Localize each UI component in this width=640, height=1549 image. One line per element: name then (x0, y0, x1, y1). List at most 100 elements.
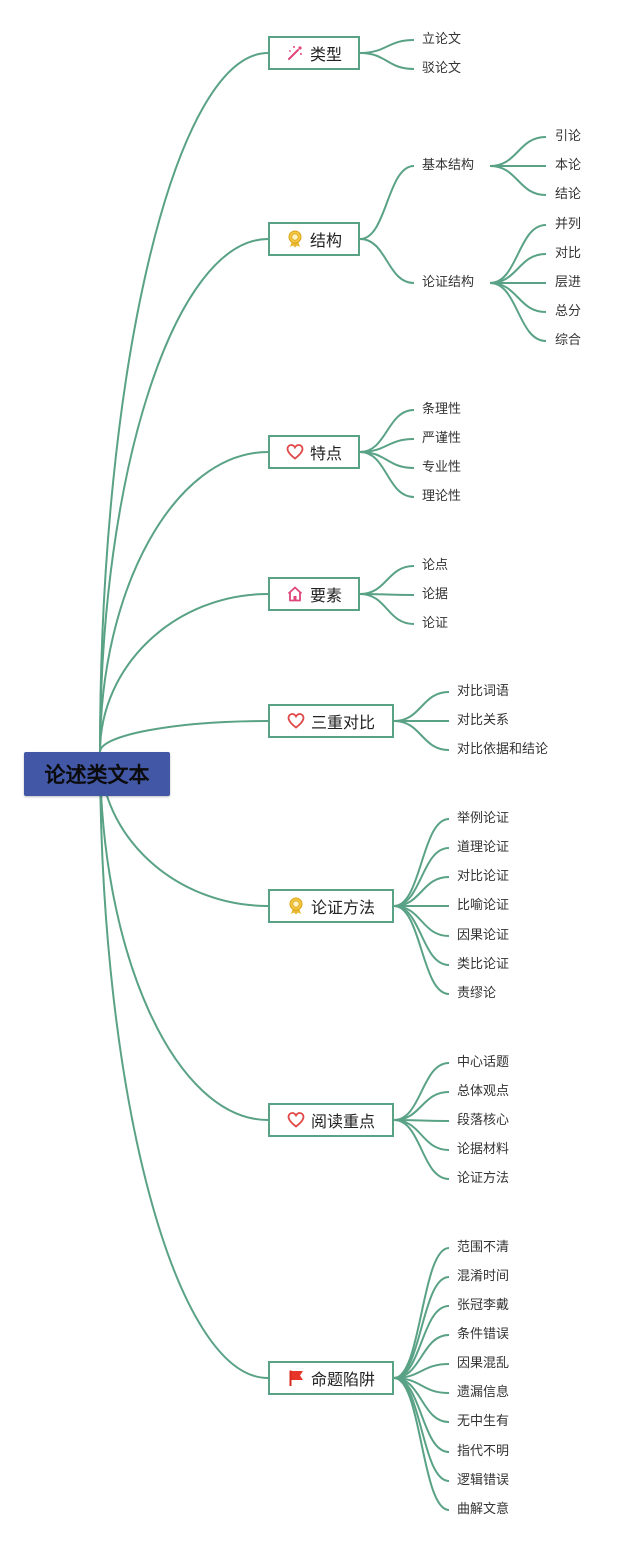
leaf-node[interactable]: 对比论证 (457, 869, 510, 884)
leaf-node[interactable]: 比喻论证 (457, 898, 510, 913)
leaf-node[interactable]: 无中生有 (457, 1414, 510, 1429)
root-connector-line (99, 451, 269, 753)
sub-node[interactable]: 基本结构 (422, 158, 475, 173)
leaf-node[interactable]: 对比词语 (457, 684, 510, 699)
leaf-node[interactable]: 因果混乱 (457, 1356, 510, 1371)
root-connector-line (99, 751, 269, 1379)
connector-line (359, 39, 415, 54)
leaf-node[interactable]: 论证方法 (457, 1171, 510, 1186)
root-connector-line (99, 720, 269, 753)
connector-line (393, 1247, 450, 1379)
leaf-node[interactable]: 张冠李戴 (457, 1298, 510, 1313)
leaf-node[interactable]: 段落核心 (457, 1113, 510, 1128)
leaf-node[interactable]: 条理性 (422, 402, 462, 417)
leaf-node[interactable]: 理论性 (422, 489, 462, 504)
leaf-node[interactable]: 论证 (422, 616, 449, 631)
connector-line (393, 720, 450, 751)
category-label: 论证方法 (310, 898, 375, 917)
connector-line (359, 451, 415, 498)
connector-line (393, 1305, 450, 1379)
leaf-node[interactable]: 对比关系 (457, 713, 510, 728)
leaf-node[interactable]: 驳论文 (422, 61, 462, 76)
connector-line (489, 253, 547, 284)
category-label: 结构 (309, 231, 342, 250)
category-node-argument-methods[interactable]: 论证方法 (268, 889, 394, 923)
magic-wand-icon (286, 44, 304, 62)
leaf-node[interactable]: 混淆时间 (457, 1269, 510, 1284)
connector-line (393, 1119, 450, 1180)
connector-line (359, 593, 415, 625)
category-node-structure[interactable]: 结构 (268, 222, 360, 256)
home-icon (286, 585, 304, 603)
root-connector-line (99, 751, 269, 1121)
connector-line (393, 818, 450, 907)
leaf-node[interactable]: 论点 (422, 558, 449, 573)
category-label: 三重对比 (310, 713, 375, 732)
leaf-node[interactable]: 引论 (555, 129, 582, 144)
leaf-node[interactable]: 条件错误 (457, 1327, 510, 1342)
root-connector-line (99, 593, 269, 753)
connector-line (393, 905, 450, 995)
leaf-node[interactable]: 举例论证 (457, 811, 510, 826)
leaf-node[interactable]: 对比 (555, 246, 582, 261)
award-medal-icon (287, 897, 305, 915)
leaf-node[interactable]: 逻辑错误 (457, 1473, 510, 1488)
leaf-node[interactable]: 并列 (555, 217, 582, 232)
connector-line (393, 691, 450, 722)
connector-line (489, 224, 547, 284)
root-connector-line (99, 52, 269, 753)
connector-line (359, 52, 415, 70)
leaf-node[interactable]: 论据材料 (457, 1142, 510, 1157)
category-label: 命题陷阱 (310, 1370, 375, 1389)
leaf-node[interactable]: 严谨性 (422, 431, 462, 446)
leaf-node[interactable]: 结论 (555, 187, 582, 202)
heart-icon (286, 443, 304, 461)
leaf-node[interactable]: 责缪论 (457, 986, 497, 1001)
category-node-features[interactable]: 特点 (268, 435, 360, 469)
red-flag-icon (287, 1369, 305, 1387)
category-node-type[interactable]: 类型 (268, 36, 360, 70)
connector-line (489, 165, 547, 196)
connector-line (393, 1091, 450, 1121)
leaf-node[interactable]: 指代不明 (457, 1444, 510, 1459)
connector-line (489, 282, 547, 313)
connector-line (393, 1119, 450, 1151)
category-label: 类型 (309, 45, 342, 64)
leaf-node[interactable]: 总分 (555, 304, 582, 319)
leaf-node[interactable]: 论据 (422, 587, 449, 602)
sub-node[interactable]: 论证结构 (422, 275, 475, 290)
leaf-node[interactable]: 综合 (555, 333, 582, 348)
leaf-node[interactable]: 类比论证 (457, 957, 510, 972)
leaf-node[interactable]: 总体观点 (457, 1084, 510, 1099)
connector-line (393, 847, 450, 907)
award-medal-icon (286, 230, 304, 248)
category-node-reading-focus[interactable]: 阅读重点 (268, 1103, 394, 1137)
leaf-node[interactable]: 道理论证 (457, 840, 510, 855)
category-label: 特点 (309, 444, 342, 463)
leaf-node[interactable]: 对比依据和结论 (457, 742, 549, 757)
leaf-node[interactable]: 因果论证 (457, 928, 510, 943)
leaf-node[interactable]: 中心话题 (457, 1055, 510, 1070)
category-node-elements[interactable]: 要素 (268, 577, 360, 611)
connector-line (359, 238, 415, 284)
connector-line (489, 282, 547, 342)
connector-line (359, 565, 415, 595)
root-connector-line (99, 238, 269, 753)
heart-icon (287, 1111, 305, 1129)
category-node-triple-contrast[interactable]: 三重对比 (268, 704, 394, 738)
connector-line (393, 1276, 450, 1379)
leaf-node[interactable]: 遗漏信息 (457, 1385, 510, 1400)
leaf-node[interactable]: 本论 (555, 158, 582, 173)
category-label: 要素 (309, 586, 342, 605)
leaf-node[interactable]: 立论文 (422, 32, 462, 47)
connector-line (359, 165, 415, 240)
leaf-node[interactable]: 专业性 (422, 460, 462, 475)
category-node-question-traps[interactable]: 命题陷阱 (268, 1361, 394, 1395)
root-node[interactable]: 论述类文本 (24, 752, 170, 796)
leaf-node[interactable]: 曲解文意 (457, 1502, 510, 1517)
connector-line (393, 1377, 450, 1511)
heart-icon (287, 712, 305, 730)
leaf-node[interactable]: 范围不清 (457, 1240, 510, 1255)
leaf-node[interactable]: 层进 (555, 275, 582, 290)
connector-line (393, 905, 450, 937)
